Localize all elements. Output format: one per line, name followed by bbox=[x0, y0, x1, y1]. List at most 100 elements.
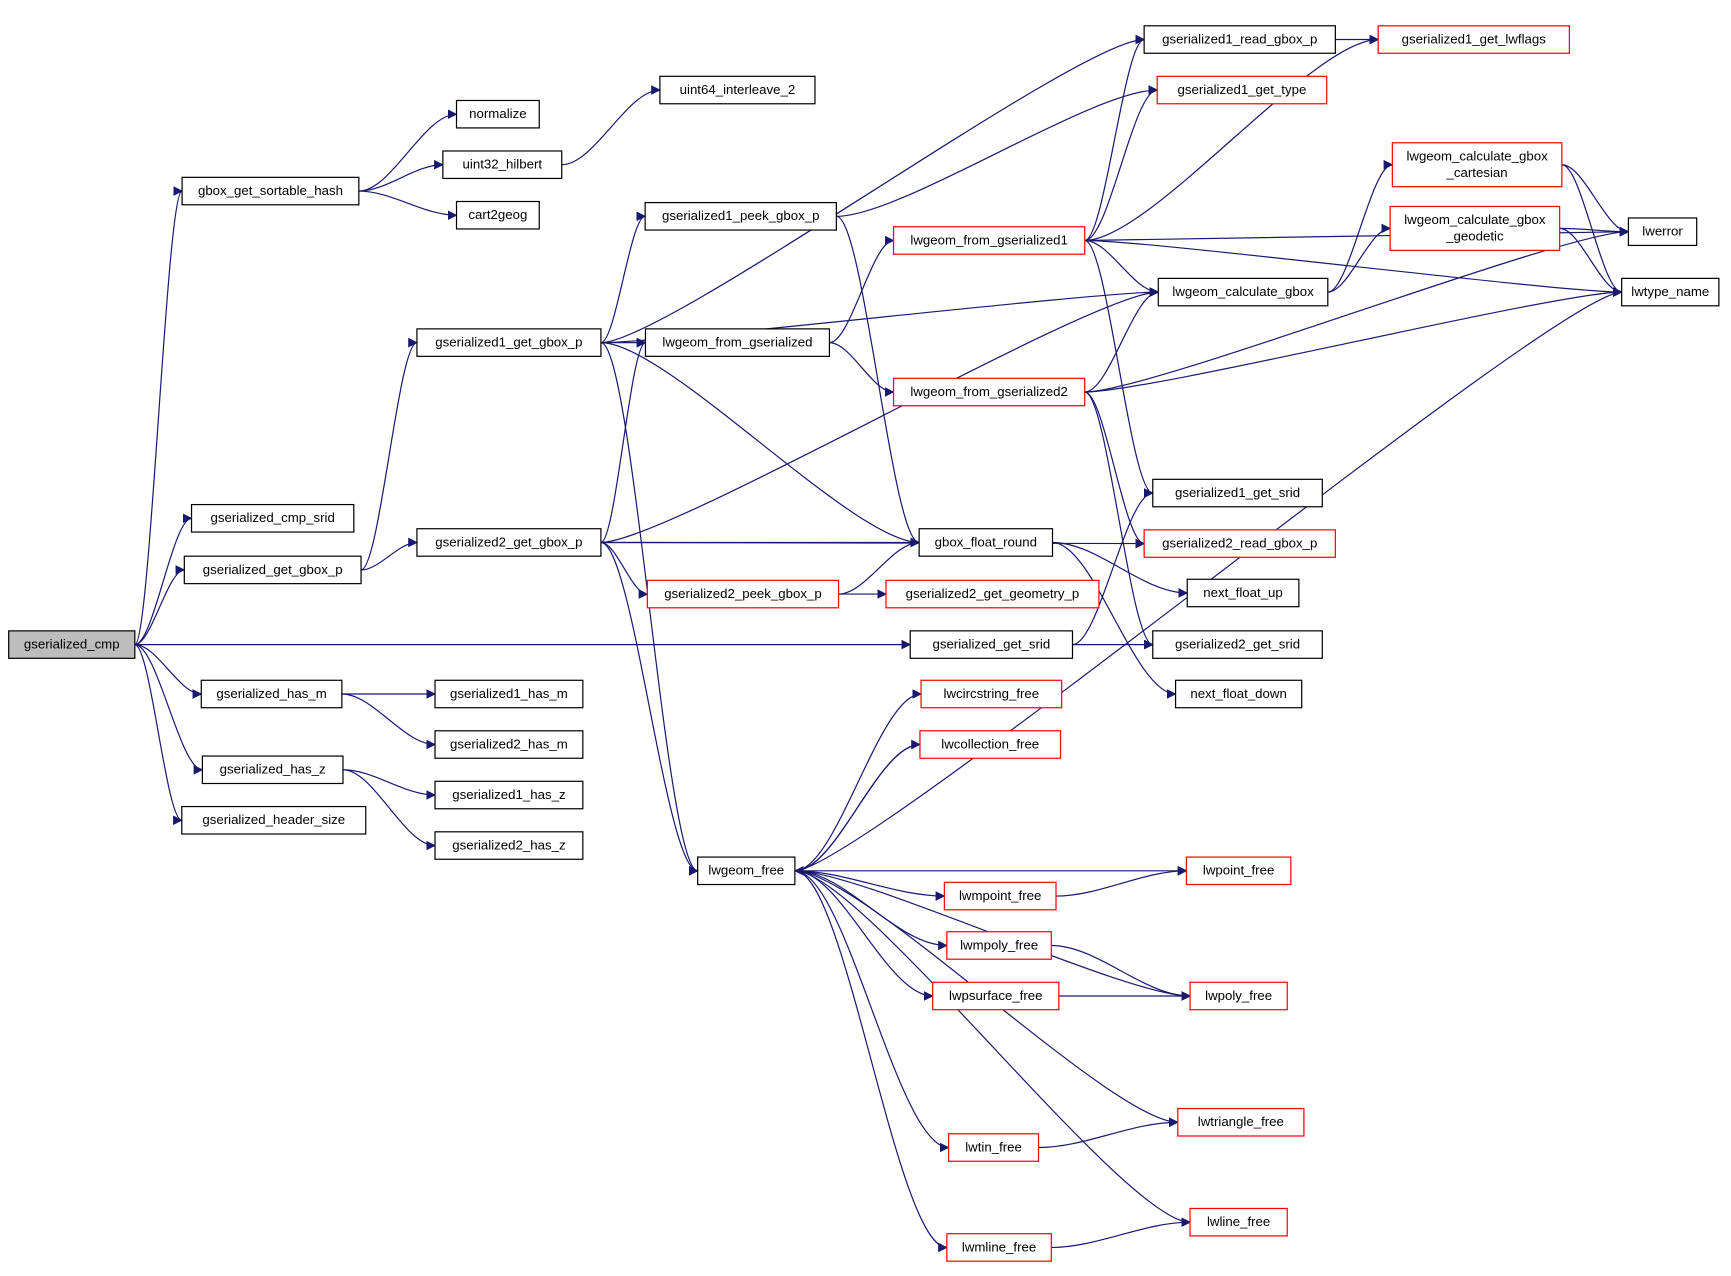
edge-gserialized_get_srid-to-gserialized1_get_srid bbox=[1072, 488, 1154, 646]
node-next_float_down[interactable]: next_float_down bbox=[1174, 679, 1303, 709]
node-lwerror[interactable]: lwerror bbox=[1627, 217, 1698, 247]
edge-lwgeom_free-to-lwmpoint_free bbox=[794, 870, 946, 901]
edge-lwgeom_from_gserialized2-to-lwerror bbox=[1084, 226, 1630, 393]
node-lwcircstring_free[interactable]: lwcircstring_free bbox=[920, 679, 1063, 709]
node-box-gserialized2_get_srid bbox=[1152, 630, 1323, 659]
node-lwgeom_from_gserialized[interactable]: lwgeom_from_gserialized bbox=[644, 328, 831, 357]
node-box-gserialized1_has_m bbox=[434, 679, 584, 709]
node-box-lwgeom_calculate_gbox_cartesian bbox=[1391, 142, 1563, 188]
node-lwtriangle_free[interactable]: lwtriangle_free bbox=[1177, 1107, 1305, 1137]
edge-lwgeom_from_gserialized-to-lwgeom_from_gserialized2 bbox=[829, 342, 895, 397]
edge-lwgeom_from_gserialized2-to-gserialized2_get_srid bbox=[1084, 391, 1154, 650]
node-lwmpoint_free[interactable]: lwmpoint_free bbox=[943, 881, 1057, 911]
node-label-gserialized_has_m: gserialized_has_m bbox=[216, 686, 326, 701]
node-gserialized1_has_m[interactable]: gserialized1_has_m bbox=[434, 679, 584, 709]
edge-lwgeom_from_gserialized1-to-gserialized1_get_srid bbox=[1084, 239, 1154, 498]
node-gserialized2_get_geometry_p[interactable]: gserialized2_get_geometry_p bbox=[885, 579, 1100, 609]
node-label-uint64_interleave_2: uint64_interleave_2 bbox=[680, 82, 796, 97]
node-gserialized1_get_lwflags[interactable]: gserialized1_get_lwflags bbox=[1377, 25, 1570, 54]
node-label-gserialized1_get_type: gserialized1_get_type bbox=[1178, 82, 1307, 97]
edge-gserialized_cmp-to-gserialized_header_size bbox=[134, 643, 183, 826]
edge-lwgeom_free-to-lwcircstring_free bbox=[794, 689, 923, 872]
node-lwgeom_calculate_gbox_cartesian[interactable]: lwgeom_calculate_gbox_cartesian bbox=[1391, 142, 1563, 188]
node-label-gserialized_get_gbox_p: gserialized_get_gbox_p bbox=[203, 562, 343, 577]
edge-lwgeom_from_gserialized1-to-lwerror bbox=[1084, 226, 1630, 242]
node-gserialized_get_gbox_p[interactable]: gserialized_get_gbox_p bbox=[183, 555, 362, 585]
node-lwtin_free[interactable]: lwtin_free bbox=[947, 1133, 1040, 1162]
edge-gserialized_has_z-to-gserialized2_has_z bbox=[342, 769, 436, 851]
node-gserialized2_get_srid[interactable]: gserialized2_get_srid bbox=[1152, 630, 1323, 659]
node-gserialized_cmp_srid[interactable]: gserialized_cmp_srid bbox=[190, 503, 355, 533]
node-gserialized1_read_gbox_p[interactable]: gserialized1_read_gbox_p bbox=[1143, 25, 1336, 54]
node-gserialized2_has_z[interactable]: gserialized2_has_z bbox=[434, 831, 584, 860]
edge-gserialized_cmp-to-gserialized_has_z bbox=[134, 643, 204, 775]
node-box-gserialized_header_size bbox=[181, 805, 367, 835]
node-gbox_get_sortable_hash[interactable]: gbox_get_sortable_hash bbox=[181, 176, 360, 206]
node-lwpsurface_free[interactable]: lwpsurface_free bbox=[932, 981, 1060, 1011]
node-lwmpoly_free[interactable]: lwmpoly_free bbox=[946, 931, 1052, 960]
edge-lwgeom_calculate_gbox_geodetic-to-lwerror bbox=[1559, 226, 1630, 237]
node-box-lwerror bbox=[1627, 217, 1698, 247]
node-gserialized2_peek_gbox_p[interactable]: gserialized2_peek_gbox_p bbox=[646, 579, 840, 609]
node-lwgeom_from_gserialized1[interactable]: lwgeom_from_gserialized1 bbox=[892, 226, 1086, 255]
node-lwline_free[interactable]: lwline_free bbox=[1189, 1207, 1288, 1237]
node-box-gserialized1_get_type bbox=[1156, 75, 1328, 105]
node-lwgeom_calculate_gbox[interactable]: lwgeom_calculate_gbox bbox=[1157, 277, 1329, 307]
edge-lwgeom_free-to-lwline_free bbox=[794, 870, 1192, 1227]
edge-lwgeom_free-to-lwmline_free bbox=[794, 870, 948, 1253]
node-lwpoint_free[interactable]: lwpoint_free bbox=[1185, 856, 1292, 886]
node-label-gserialized2_read_gbox_p: gserialized2_read_gbox_p bbox=[1162, 535, 1317, 550]
node-normalize[interactable]: normalize bbox=[455, 99, 540, 129]
node-gserialized_has_m[interactable]: gserialized_has_m bbox=[200, 679, 343, 709]
node-uint32_hilbert[interactable]: uint32_hilbert bbox=[442, 150, 563, 180]
node-lwcollection_free[interactable]: lwcollection_free bbox=[919, 730, 1062, 759]
node-box-gserialized_get_gbox_p bbox=[183, 555, 362, 585]
node-label-lwmpoint_free: lwmpoint_free bbox=[959, 888, 1041, 903]
node-gserialized1_peek_gbox_p[interactable]: gserialized1_peek_gbox_p bbox=[644, 201, 837, 231]
node-gserialized1_has_z[interactable]: gserialized1_has_z bbox=[434, 780, 584, 810]
node-label-lwgeom_calculate_gbox_geodetic-line2: _geodetic bbox=[1445, 229, 1504, 244]
edge-lwgeom_from_gserialized2-to-gserialized2_read_gbox_p bbox=[1084, 391, 1146, 549]
edge-gserialized_has_z-to-gserialized1_has_z bbox=[342, 769, 436, 800]
node-lwgeom_from_gserialized2[interactable]: lwgeom_from_gserialized2 bbox=[892, 377, 1086, 407]
edge-gserialized_get_gbox_p-to-gserialized2_get_gbox_p bbox=[361, 537, 418, 571]
node-box-gserialized1_get_srid bbox=[1152, 478, 1323, 508]
node-gserialized1_get_type[interactable]: gserialized1_get_type bbox=[1156, 75, 1328, 105]
node-gbox_float_round[interactable]: gbox_float_round bbox=[918, 528, 1054, 557]
edge-lwgeom_from_gserialized1-to-gserialized1_read_gbox_p bbox=[1084, 34, 1146, 242]
node-label-lwgeom_calculate_gbox_geodetic-line1: lwgeom_calculate_gbox bbox=[1404, 212, 1546, 227]
node-lwpoly_free[interactable]: lwpoly_free bbox=[1189, 981, 1288, 1011]
node-box-gserialized1_read_gbox_p bbox=[1143, 25, 1336, 54]
node-label-lwgeom_calculate_gbox_cartesian-line2: _cartesian bbox=[1446, 165, 1508, 180]
node-box-uint32_hilbert bbox=[442, 150, 563, 180]
node-box-lwgeom_calculate_gbox bbox=[1157, 277, 1329, 307]
node-lwtype_name[interactable]: lwtype_name bbox=[1621, 277, 1720, 307]
edge-gserialized1_peek_gbox_p-to-gserialized1_get_type bbox=[836, 85, 1159, 217]
node-box-gserialized_has_m bbox=[200, 679, 343, 709]
node-box-lwmpoly_free bbox=[946, 931, 1052, 960]
node-gserialized_get_srid[interactable]: gserialized_get_srid bbox=[909, 630, 1074, 659]
node-lwgeom_calculate_gbox_geodetic[interactable]: lwgeom_calculate_gbox _geodetic bbox=[1389, 205, 1561, 251]
node-box-normalize bbox=[455, 99, 540, 129]
node-gserialized_has_z[interactable]: gserialized_has_z bbox=[201, 755, 344, 785]
node-lwgeom_free[interactable]: lwgeom_free bbox=[697, 856, 796, 886]
node-lwmline_free[interactable]: lwmline_free bbox=[946, 1233, 1052, 1262]
node-gserialized2_get_gbox_p[interactable]: gserialized2_get_gbox_p bbox=[416, 528, 602, 557]
node-box-lwtriangle_free bbox=[1177, 1107, 1305, 1137]
node-gserialized1_get_gbox_p[interactable]: gserialized1_get_gbox_p bbox=[416, 328, 602, 357]
node-box-lwgeom_from_gserialized2 bbox=[892, 377, 1086, 407]
node-next_float_up[interactable]: next_float_up bbox=[1186, 578, 1300, 608]
node-gserialized2_read_gbox_p[interactable]: gserialized2_read_gbox_p bbox=[1143, 529, 1336, 558]
edge-gserialized_cmp-to-gbox_get_sortable_hash bbox=[134, 186, 184, 646]
node-cart2geog[interactable]: cart2geog bbox=[455, 200, 540, 230]
node-box-lwline_free bbox=[1189, 1207, 1288, 1237]
node-box-cart2geog bbox=[455, 200, 540, 230]
node-gserialized1_get_srid[interactable]: gserialized1_get_srid bbox=[1152, 478, 1323, 508]
edge-lwmpoint_free-to-lwpoint_free bbox=[1056, 865, 1188, 897]
node-gserialized_header_size[interactable]: gserialized_header_size bbox=[181, 805, 367, 835]
node-uint64_interleave_2[interactable]: uint64_interleave_2 bbox=[659, 75, 816, 105]
edge-lwgeom_calculate_gbox_cartesian-to-lwtype_name bbox=[1561, 164, 1623, 297]
node-box-lwmline_free bbox=[946, 1233, 1052, 1262]
node-box-gserialized_cmp_srid bbox=[190, 503, 355, 533]
node-gserialized2_has_m[interactable]: gserialized2_has_m bbox=[434, 730, 584, 759]
